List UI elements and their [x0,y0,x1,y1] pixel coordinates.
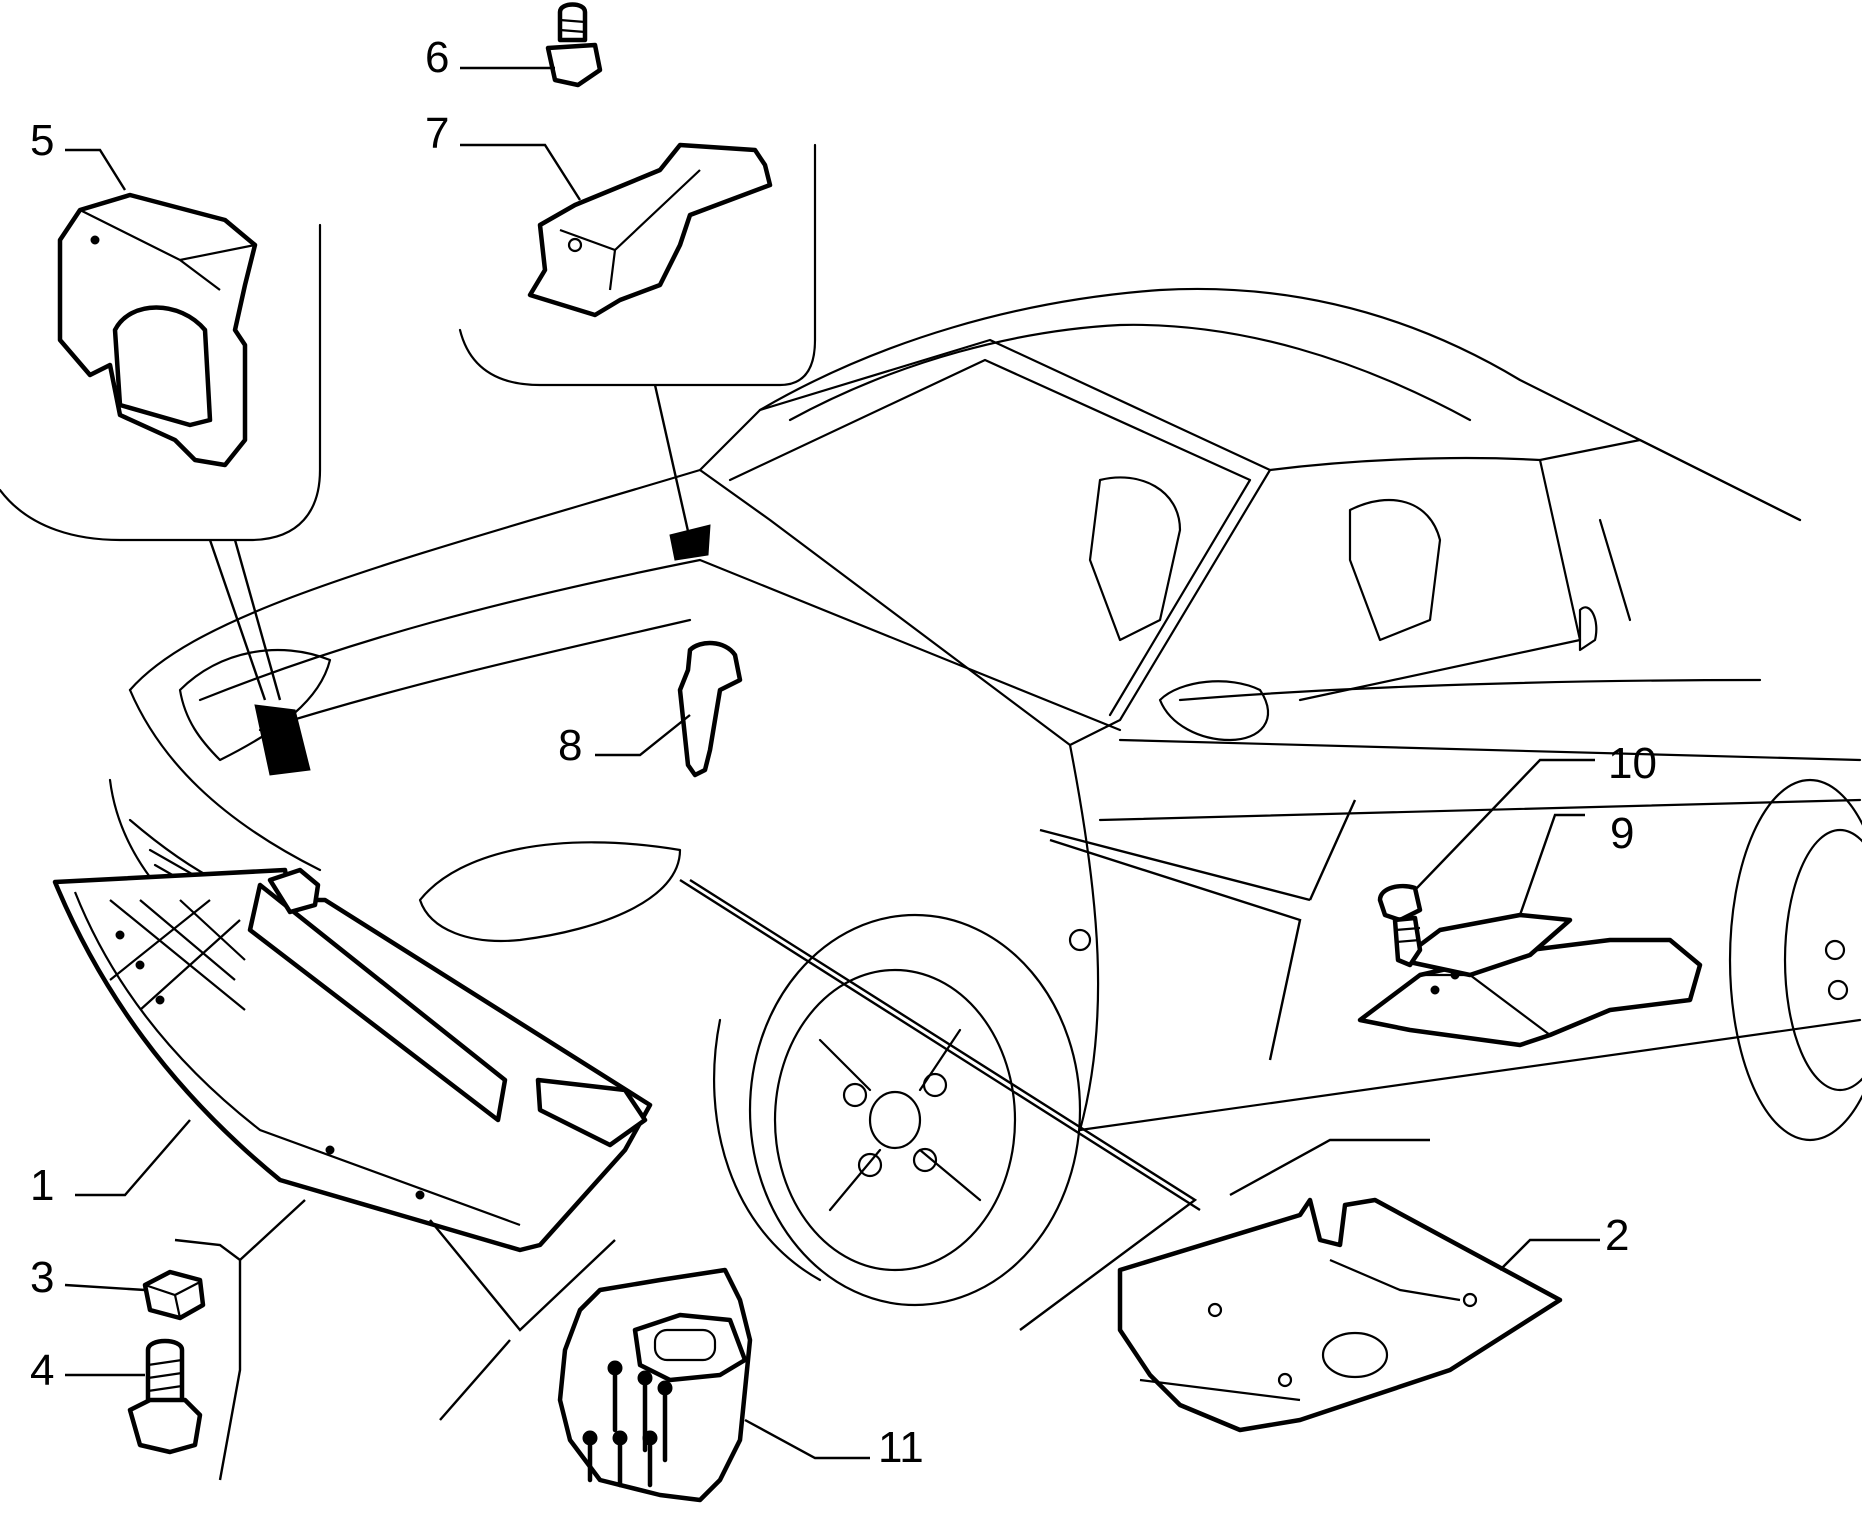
part-11-rivet-kit [557,1267,753,1503]
part-10-clip [1377,883,1423,968]
callout-3: 3 [30,1253,54,1302]
part-4-bolt [127,1338,203,1455]
part-6-fastener [545,2,603,88]
car-body-outline [108,287,1862,1307]
callout-11: 11 [878,1423,924,1472]
part-5-cover-panel [57,192,258,468]
part-8-hook [677,640,743,778]
callout-2: 2 [1605,1211,1629,1260]
part-1-front-undertray [52,867,653,1253]
part-3-clip-nut [142,1269,206,1321]
part-7-bracket [527,142,773,318]
callout-10: 10 [1608,739,1657,788]
part-2-rear-undertray [1117,1197,1563,1433]
callout-9: 9 [1610,809,1634,858]
callout-5: 5 [30,116,54,165]
callout-1: 1 [30,1161,54,1210]
callout-7: 7 [425,109,449,158]
callout-6: 6 [425,33,449,82]
callout-leaders [64,66,1600,1460]
part-9-side-cover [1357,912,1703,1048]
callout-4: 4 [30,1346,54,1395]
callout-labels: 5 6 7 8 10 9 1 2 3 4 11 [30,33,1657,1472]
callout-8: 8 [558,721,582,770]
inset-frames [0,143,1430,1481]
